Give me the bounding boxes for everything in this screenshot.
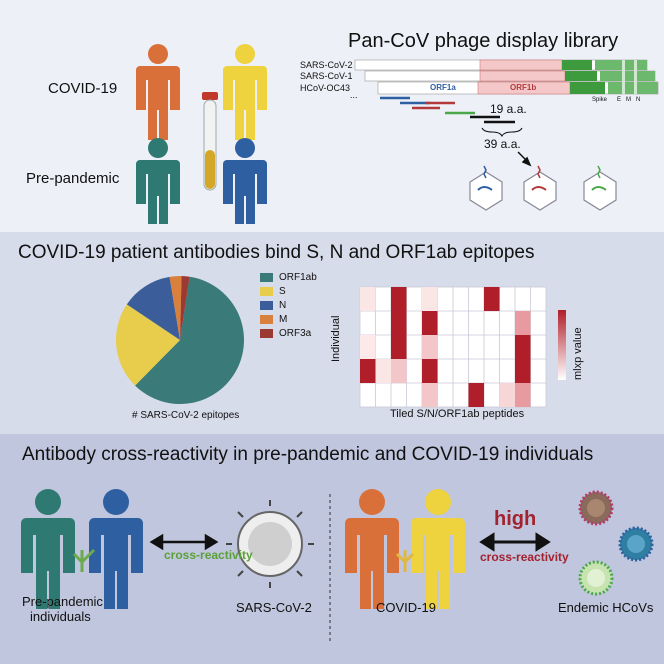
high-cross-reactivity-label: cross-reactivity: [480, 550, 569, 564]
double-arrow-icon: [149, 533, 219, 551]
legend-item: M: [260, 314, 287, 325]
peptide-tiles: [380, 96, 515, 124]
colorbar-label: mlxp value: [572, 327, 584, 380]
covid-group-label: COVID-19: [48, 80, 118, 97]
virus-sars-cov-2-icon: [226, 500, 314, 588]
virus-label: HCoV-OC43: [300, 83, 351, 93]
blood-tube-icon: [202, 92, 218, 191]
cross-reactivity-figure: [21, 489, 654, 644]
virus-label: SARS-CoV-1: [300, 71, 353, 81]
colorbar: [558, 310, 566, 380]
legend-swatch: [260, 286, 273, 296]
virus-endemic-icon: [578, 560, 614, 596]
overlap-length-label: 39 a.a.: [484, 137, 521, 151]
legend-item: ORF3a: [260, 328, 311, 339]
person-pre-blue-icon: [89, 489, 143, 609]
cross-reactivity-label: cross-reactivity: [164, 548, 253, 562]
covid-label: COVID-19: [376, 600, 436, 615]
virus-label: SARS-CoV-2: [300, 60, 353, 70]
legend-label: ORF1ab: [279, 272, 317, 283]
heatmap-ylabel: Individual: [330, 315, 342, 362]
pie-slice-m: [169, 276, 182, 340]
legend-label: N: [279, 300, 287, 311]
legend-swatch: [260, 300, 273, 310]
legend-item: N: [260, 300, 286, 311]
m-label: M: [626, 97, 631, 103]
virus-endemic-icon: [618, 526, 654, 562]
person-covid-orange-icon: [345, 489, 399, 609]
person-pre-teal-icon: [136, 138, 180, 224]
double-arrow-icon: [479, 532, 551, 552]
library-panel: Pan-CoV phage display library COVID-19 P…: [0, 0, 664, 232]
orf1b-label: ORF1b: [510, 83, 537, 92]
epitope-panel: COVID-19 patient antibodies bind S, N an…: [0, 232, 664, 434]
pie-slice-s: [115, 304, 180, 386]
legend-item: S: [260, 286, 286, 297]
legend-label: M: [279, 314, 288, 325]
person-pre-teal-icon: [21, 489, 75, 609]
cross-reactivity-title: Antibody cross-reactivity in pre-pandemi…: [22, 444, 594, 465]
orf1a-label: ORF1a: [430, 83, 456, 92]
sars-cov-2-label: SARS-CoV-2: [236, 600, 312, 615]
virus-endemic-icon: [578, 490, 614, 526]
legend-swatch: [260, 272, 273, 282]
prepandemic-label-line2: individuals: [30, 609, 91, 624]
legend-swatch: [260, 328, 273, 338]
library-title: Pan-CoV phage display library: [348, 30, 619, 52]
genome-map: [354, 59, 659, 95]
e-label: E: [617, 97, 622, 103]
epitope-title: COVID-19 patient antibodies bind S, N an…: [18, 242, 535, 263]
person-covid-yellow-icon: [411, 489, 465, 609]
pie-caption: # SARS-CoV-2 epitopes: [132, 410, 240, 421]
prepandemic-group-label: Pre-pandemic: [26, 170, 120, 187]
legend-item: ORF1ab: [260, 272, 317, 283]
arrow-icon: [517, 151, 532, 167]
legend-label: ORF3a: [279, 328, 312, 339]
legend-swatch: [260, 314, 273, 324]
cross-reactivity-panel: Antibody cross-reactivity in pre-pandemi…: [0, 434, 664, 664]
phage-icon: [469, 165, 503, 211]
antibody-icon: [72, 548, 96, 572]
person-covid-orange-icon: [136, 44, 180, 140]
pie-slice-orf3a: [180, 276, 190, 340]
high-label: high: [494, 508, 537, 530]
pie-slice-n: [126, 276, 180, 340]
pie-chart: [115, 276, 244, 404]
spike-label: Spike: [592, 97, 608, 103]
antibody-icon: [395, 550, 415, 572]
peptide-length-label: 19 a.a.: [490, 102, 527, 116]
endemic-hcovs-label: Endemic HCoVs: [558, 600, 654, 615]
n-label: N: [636, 97, 641, 103]
ellipsis-label: ...: [350, 90, 358, 100]
person-covid-yellow-icon: [223, 44, 267, 140]
heatmap-xlabel: Tiled S/N/ORF1ab peptides: [390, 408, 525, 420]
pie-slice-orf1ab: [135, 276, 244, 404]
person-pre-blue-icon: [223, 138, 267, 224]
prepandemic-label-line1: Pre-pandemic: [22, 594, 103, 609]
phage-icon: [583, 165, 617, 211]
heatmap: [359, 286, 566, 408]
bracket-icon: [481, 127, 523, 138]
phage-icon: [523, 165, 557, 211]
library-figure: [136, 44, 659, 224]
legend-label: S: [279, 286, 286, 297]
